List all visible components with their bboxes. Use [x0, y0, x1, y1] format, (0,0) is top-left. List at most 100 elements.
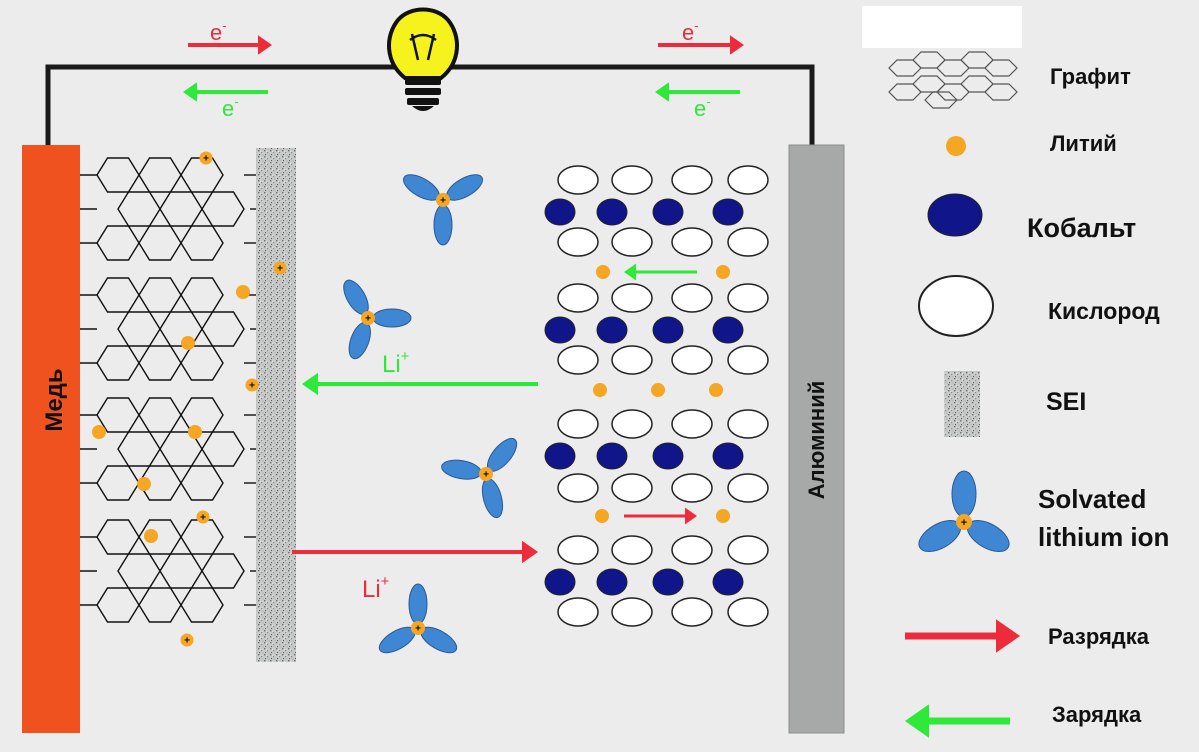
- discharge-arrow: [905, 619, 1020, 653]
- oxygen-atom: [611, 165, 653, 195]
- cobalt-atom: [712, 198, 744, 226]
- graphite-hexagon: [180, 397, 224, 433]
- cobalt-atom: [544, 568, 576, 596]
- cobalt-atom: [652, 198, 684, 226]
- charge-arrow: [655, 82, 740, 102]
- graphite-hexagon: [138, 277, 182, 313]
- lithium-ion: [361, 311, 375, 325]
- oxygen-atom: [611, 409, 653, 439]
- oxygen-atom: [671, 345, 713, 375]
- legend-header-box: [862, 6, 1022, 48]
- solvent-molecule: [408, 583, 428, 625]
- electron-label: e-: [222, 94, 239, 121]
- graphite-hexagon: [96, 587, 140, 623]
- legend-sei-label: SEI: [1046, 388, 1087, 416]
- legend-solvated-label-1: Solvated: [1038, 484, 1147, 514]
- cobalt-atom: [596, 442, 628, 470]
- oxygen-atom: [557, 409, 599, 439]
- lithium-charge-symbol: +: [203, 154, 209, 165]
- oxygen-atom: [611, 345, 653, 375]
- graphite-hexagon: [96, 345, 140, 381]
- graphite-hexagon: [159, 553, 203, 589]
- oxygen-atom: [611, 597, 653, 627]
- cathode-lattice: [544, 165, 769, 627]
- graphite-hexagon: [201, 311, 245, 347]
- cobalt-atom: [544, 442, 576, 470]
- lithium-ion: [709, 383, 723, 397]
- flow-arrows: [183, 35, 1020, 738]
- graphite-hexagon: [96, 225, 140, 261]
- legend-solvated-label-2: lithium ion: [1038, 522, 1170, 552]
- charge-arrow: [905, 704, 1010, 738]
- lithium-ion: [196, 510, 210, 524]
- charge-arrow: [302, 372, 538, 396]
- electron-label: e-: [210, 18, 227, 45]
- legend-oxygen-icon: [918, 275, 994, 337]
- cobalt-atom: [652, 442, 684, 470]
- graphite-hexagon: [138, 345, 182, 381]
- li-ion-label: Li+: [382, 349, 409, 378]
- legend-charge-label: Зарядка: [1052, 702, 1142, 727]
- oxygen-atom: [727, 473, 769, 503]
- legend: +: [888, 51, 1018, 552]
- graphite-hexagon: [96, 519, 140, 555]
- graphite-anode: [80, 157, 256, 623]
- graphite-hexagon: [201, 553, 245, 589]
- legend-lithium-label: Литий: [1050, 131, 1117, 156]
- graphite-hexagon: [180, 225, 224, 261]
- discharge-arrow: [658, 35, 744, 55]
- lithium-charge-symbol: +: [200, 513, 206, 524]
- oxygen-atom: [611, 283, 653, 313]
- oxygen-atom: [671, 535, 713, 565]
- graphite-hexagon: [180, 465, 224, 501]
- cobalt-atom: [652, 316, 684, 344]
- graphite-hexagon: [180, 519, 224, 555]
- oxygen-atom: [557, 283, 599, 313]
- discharge-arrow: [188, 35, 272, 55]
- electron-label: e-: [682, 18, 699, 45]
- oxygen-atom: [727, 345, 769, 375]
- oxygen-atom: [671, 409, 713, 439]
- lithium-ion: [144, 529, 158, 543]
- oxygen-atom: [611, 473, 653, 503]
- oxygen-atom: [727, 409, 769, 439]
- svg-text:+: +: [961, 517, 967, 529]
- lithium-charge-symbol: +: [483, 470, 489, 481]
- lithium-charge-symbol: +: [184, 636, 190, 647]
- lithium-ion: [716, 509, 730, 523]
- graphite-hexagon: [117, 311, 161, 347]
- cobalt-atom: [544, 198, 576, 226]
- solvated-lithium-icon: +: [378, 583, 458, 654]
- cobalt-atom: [596, 316, 628, 344]
- oxygen-atom: [727, 535, 769, 565]
- lithium-ion: [651, 383, 665, 397]
- lithium-ion: [411, 621, 425, 635]
- lithium-ion: [716, 265, 730, 279]
- oxygen-atom: [671, 473, 713, 503]
- aluminum-electrode: [788, 144, 845, 734]
- cobalt-atom: [712, 442, 744, 470]
- lithium-ion: [180, 633, 194, 647]
- lithium-ion: [436, 193, 450, 207]
- graphite-hexagon: [159, 311, 203, 347]
- graphite-hexagon: [138, 397, 182, 433]
- oxygen-atom: [557, 597, 599, 627]
- lithium-charge-symbol: +: [365, 314, 371, 325]
- lithium-ion: [92, 425, 106, 439]
- lithium-ion: [595, 509, 609, 523]
- electron-label: e-: [694, 94, 711, 121]
- oxygen-atom: [557, 165, 599, 195]
- discharge-arrow: [624, 507, 697, 525]
- lithium-ion: [245, 378, 259, 392]
- legend-graphite-label: Графит: [1050, 64, 1131, 89]
- oxygen-atom: [671, 227, 713, 257]
- graphite-hexagon: [180, 587, 224, 623]
- solvent-molecule: [348, 321, 371, 360]
- li-ion-label: Li+: [362, 574, 389, 603]
- legend-sei-icon: [944, 371, 980, 437]
- lithium-ion: [137, 477, 151, 491]
- cobalt-atom: [712, 316, 744, 344]
- oxygen-atom: [671, 165, 713, 195]
- cobalt-atom: [596, 568, 628, 596]
